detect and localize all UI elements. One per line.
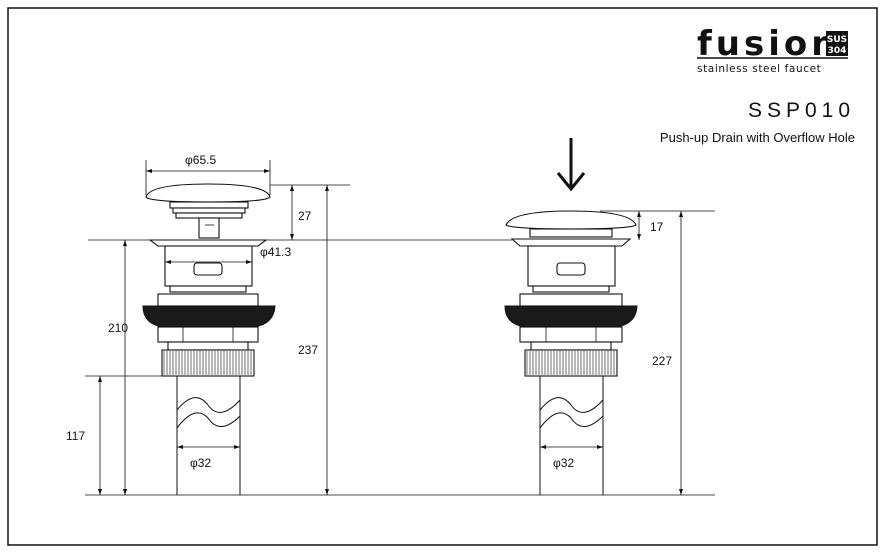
drain-closed-view <box>504 210 638 495</box>
nut-knurl <box>163 351 252 375</box>
dim-total-height-closed: 227 <box>652 354 672 368</box>
brand-badge-bottom: 304 <box>828 46 847 56</box>
sheet-border <box>7 7 878 546</box>
down-arrow-icon <box>556 138 586 192</box>
dim-cap-height-open: 27 <box>298 209 312 223</box>
dim-tail-height: 117 <box>66 429 85 443</box>
product-model: SSP010 <box>748 99 855 122</box>
dim-pipe-diameter-right: φ32 <box>553 456 574 470</box>
brand-badge <box>826 31 848 56</box>
dim-cap-height-closed: 17 <box>650 220 664 234</box>
brand-badge-top: SUS <box>827 35 847 45</box>
dim-cap-diameter: φ65.5 <box>185 153 216 167</box>
dim-total-height-open: 237 <box>298 343 318 357</box>
brand-tagline: stainless steel faucet <box>697 63 821 75</box>
nut-knurl-right <box>526 351 615 375</box>
dim-pipe-diameter-left: φ32 <box>190 456 211 470</box>
product-description: Push-up Drain with Overflow Hole <box>660 130 855 145</box>
brand-logo: fusion SUS 304 stainless steel faucet <box>697 24 848 75</box>
dim-flange-diameter: φ41.3 <box>260 245 291 259</box>
dim-body-height: 210 <box>108 321 128 335</box>
drain-open-view <box>142 183 276 495</box>
